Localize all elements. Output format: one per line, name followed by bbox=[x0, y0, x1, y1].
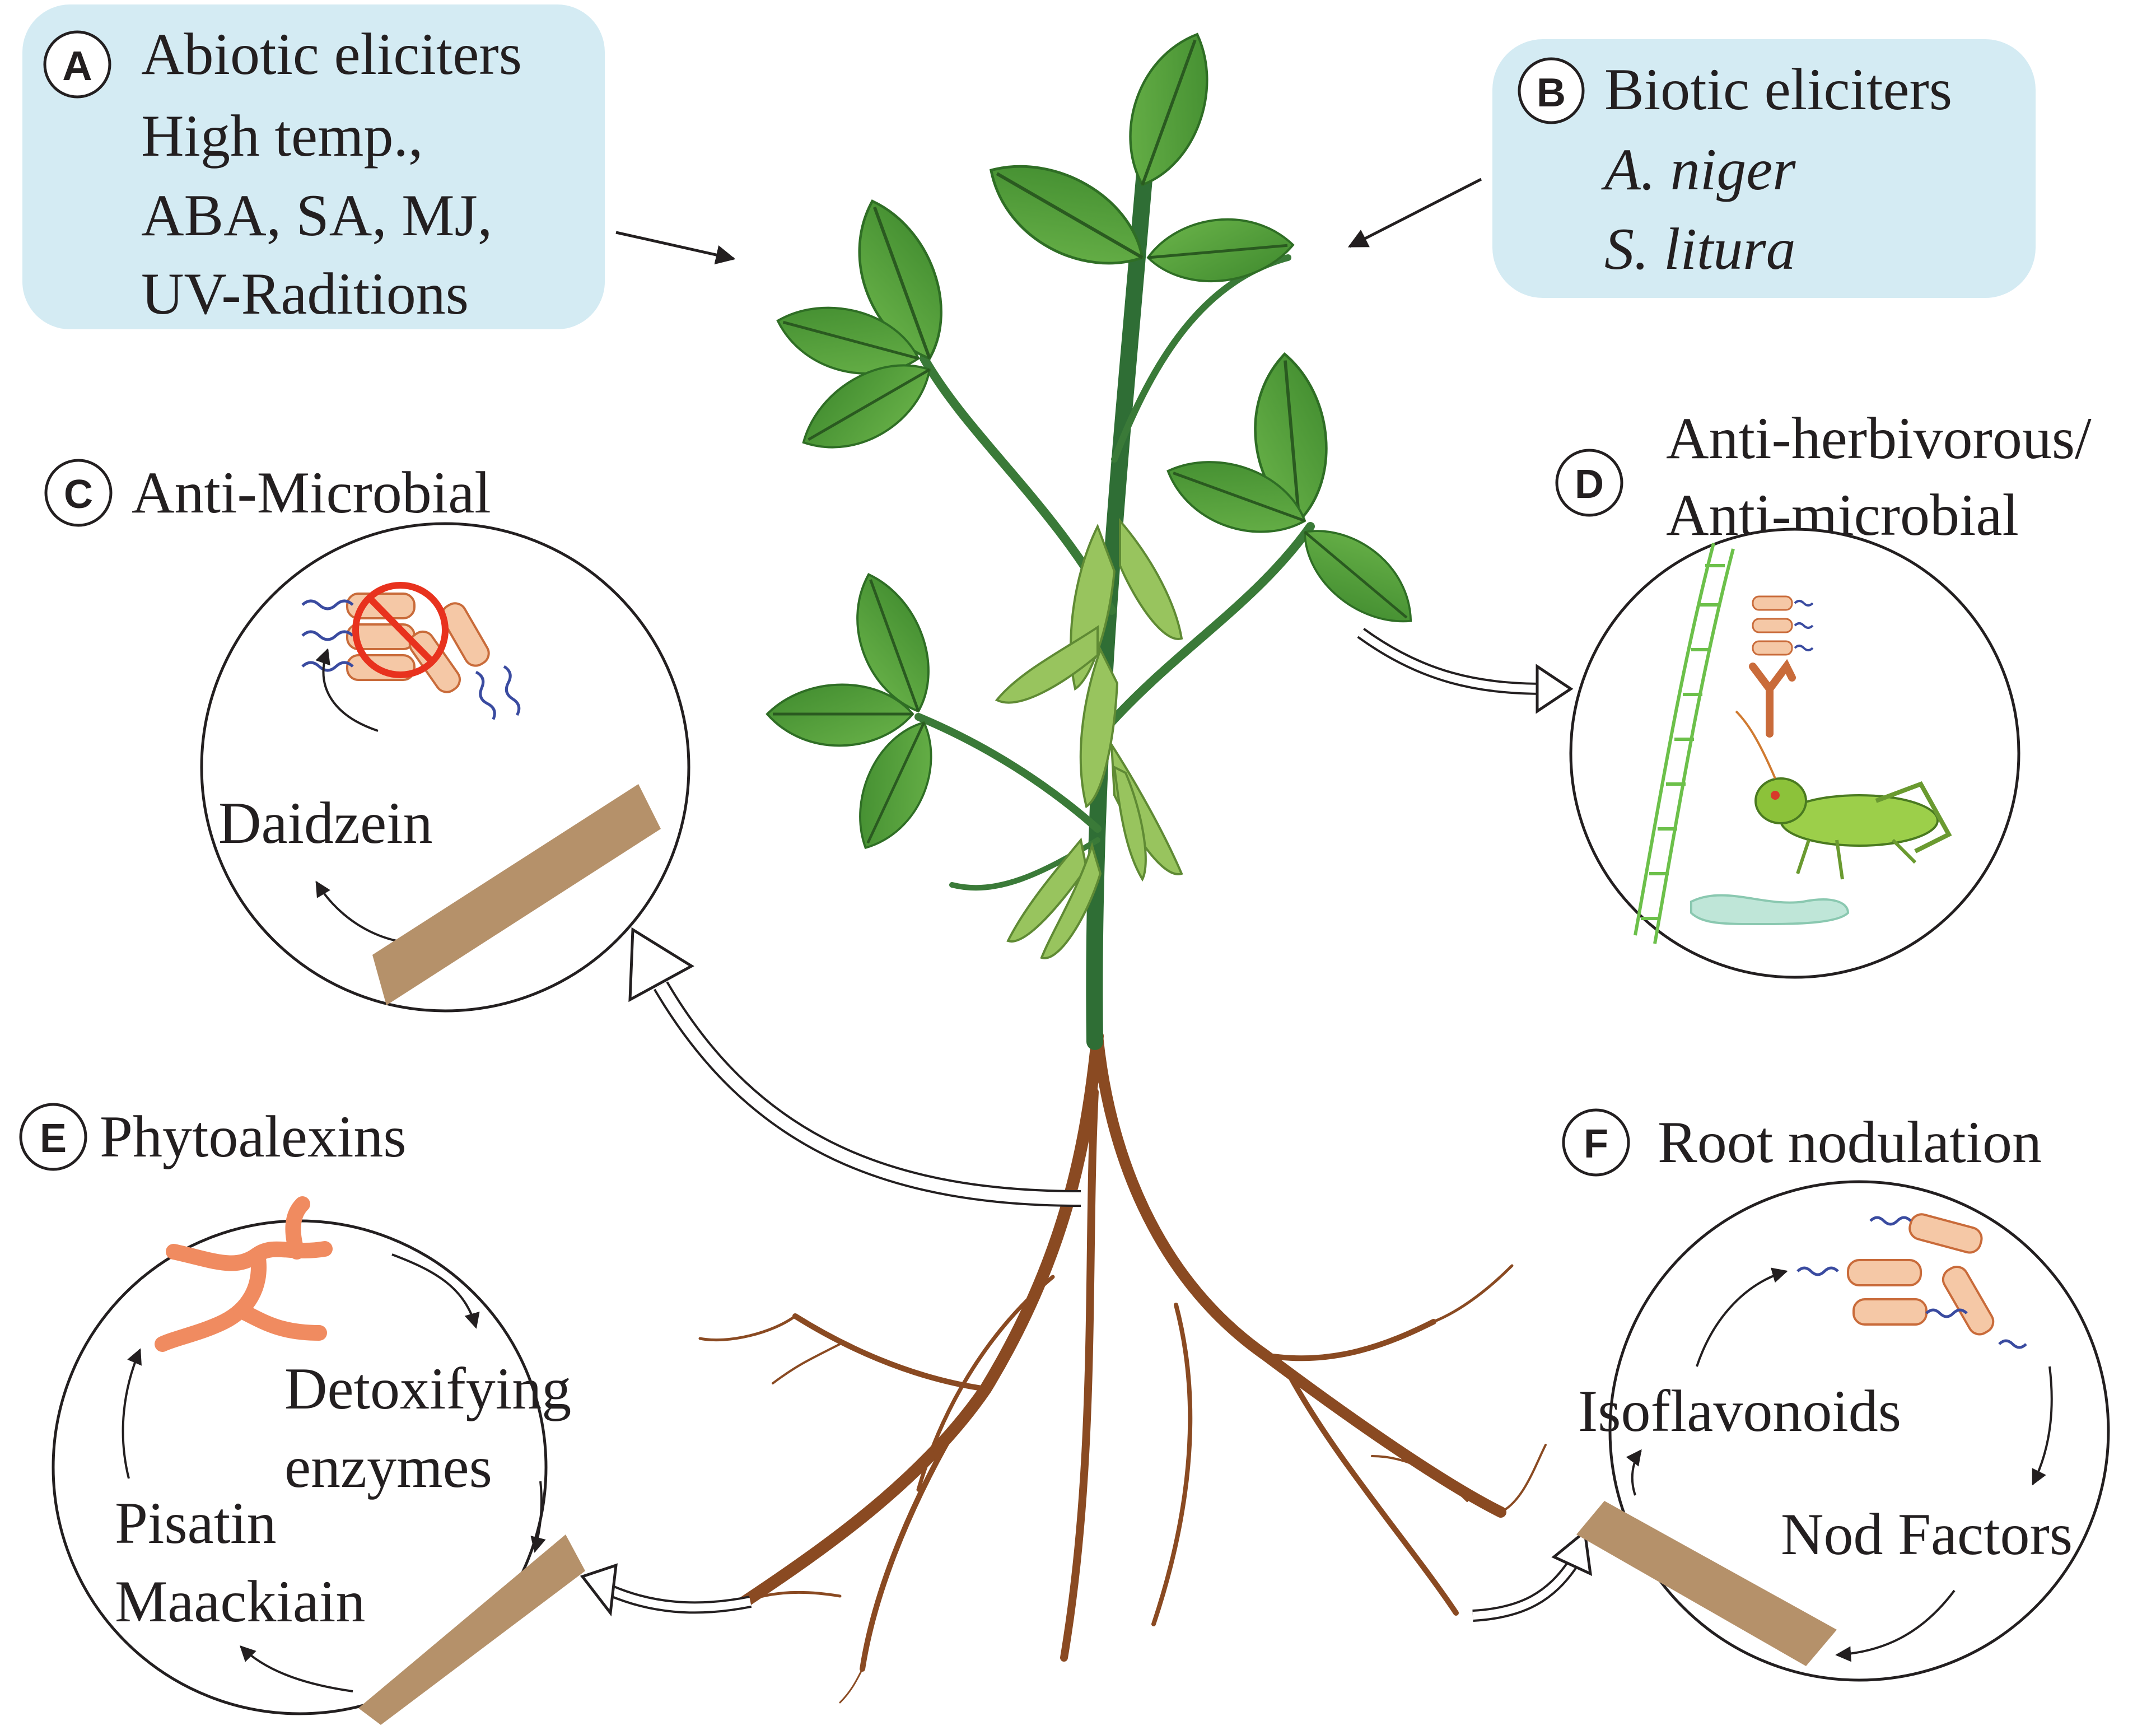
badge-d bbox=[1555, 449, 1623, 517]
badge-e bbox=[19, 1103, 87, 1171]
panel-f-root-nodulation: F Root nodulation Isoflavonoids Nod Fact… bbox=[1562, 1108, 2110, 1682]
badge-b-letter: B bbox=[1537, 71, 1566, 115]
plant-tissue-icon bbox=[372, 784, 661, 1005]
badge-f bbox=[1562, 1108, 1630, 1177]
badge-e-letter: E bbox=[40, 1116, 67, 1161]
grasshopper-icon bbox=[1735, 710, 1952, 880]
callout-box-a bbox=[22, 4, 605, 329]
panel-f-arrow-1 bbox=[1696, 1267, 1788, 1367]
panel-f-factor: Nod Factors bbox=[1781, 1501, 2073, 1567]
panel-e-arrow-1 bbox=[391, 1253, 480, 1329]
arrow-a-to-plant bbox=[615, 231, 736, 265]
fungal-hypha-icon bbox=[1749, 659, 1796, 738]
root-tissue-icon bbox=[1576, 1501, 1837, 1666]
panel-e-arrow-2 bbox=[530, 1481, 546, 1553]
panel-a-line-2: High temp., bbox=[141, 103, 423, 169]
callout-box-b bbox=[1492, 39, 2036, 298]
panel-f-title: Root nodulation bbox=[1658, 1109, 2042, 1175]
panel-e-enzyme-line-1: Detoxifying bbox=[284, 1356, 571, 1421]
panel-e-compound-2: Maackiain bbox=[115, 1569, 365, 1634]
panel-d-circle bbox=[1569, 528, 2020, 979]
panel-f-arrow-2 bbox=[2032, 1366, 2053, 1486]
panel-e-title: Phytoalexins bbox=[100, 1104, 407, 1169]
panel-b-biotic-elicitors: B Biotic eliciters A. niger S. litura bbox=[1492, 39, 2036, 298]
panel-d-title-line-1: Anti-herbivorous/ bbox=[1666, 405, 2092, 471]
panel-b-species-2: S. litura bbox=[1604, 216, 1796, 282]
panel-d-anti-herbivorous: D Anti-herbivorous/ Anti-microbial bbox=[1555, 405, 2092, 979]
badge-f-letter: F bbox=[1584, 1122, 1608, 1167]
panel-f-arrow-3 bbox=[1835, 1589, 1956, 1662]
soybean-plant bbox=[698, 22, 1547, 1704]
panel-f-arrow-4 bbox=[1626, 1449, 1642, 1496]
panel-e-arrow-3 bbox=[240, 1645, 353, 1692]
badge-b bbox=[1518, 57, 1585, 124]
badge-c bbox=[44, 459, 113, 527]
panel-b-title: Biotic eliciters bbox=[1604, 57, 1952, 122]
cell-wall-icon bbox=[1634, 543, 1735, 944]
panel-e-enzyme-line-2: enzymes bbox=[284, 1434, 492, 1500]
hollow-arrow-to-f-head bbox=[1551, 1529, 1593, 1577]
panel-e-phytoalexins: E Phytoalexins Detoxifying enzymes Pisat… bbox=[19, 1103, 585, 1725]
badge-d-letter: D bbox=[1575, 462, 1604, 507]
panel-a-abiotic-elicitors: A Abiotic eliciters High temp., ABA, SA,… bbox=[22, 4, 605, 329]
panel-f-compound: Isoflavonoids bbox=[1578, 1378, 1901, 1444]
panel-c-arrow-up bbox=[315, 648, 379, 732]
hollow-arrow-to-c-head bbox=[628, 927, 694, 1002]
bacteria-icon bbox=[1752, 595, 1814, 656]
panel-a-line-4: UV-Raditions bbox=[141, 261, 469, 327]
panel-a-line-1: Abiotic eliciters bbox=[141, 21, 522, 87]
badge-a bbox=[43, 30, 111, 99]
prohibited-sign-icon bbox=[352, 582, 449, 678]
fungal-mycelium-icon bbox=[155, 1196, 333, 1352]
panel-e-arrow-4 bbox=[122, 1348, 142, 1479]
panel-c-compound: Daidzein bbox=[218, 790, 433, 856]
plant-tissue-icon bbox=[358, 1535, 585, 1725]
panel-c-title: Anti-Microbial bbox=[132, 460, 491, 525]
rhizobia-icon bbox=[1796, 1213, 2027, 1349]
arrow-b-to-plant bbox=[1347, 178, 1482, 248]
hollow-arrow-to-e-head bbox=[580, 1563, 618, 1617]
panel-e-compound-1: Pisatin bbox=[115, 1490, 277, 1556]
branches bbox=[914, 254, 1315, 891]
root-system bbox=[698, 1030, 1547, 1704]
panel-b-species-1: A. niger bbox=[1601, 137, 1796, 202]
panel-c-anti-microbial: C Anti-Microbial Daidzein bbox=[44, 459, 690, 1013]
panel-a-line-3: ABA, SA, MJ, bbox=[141, 183, 492, 248]
seed-pods bbox=[995, 517, 1183, 959]
badge-a-letter: A bbox=[62, 43, 92, 89]
badge-c-letter: C bbox=[64, 472, 93, 517]
caterpillar-icon bbox=[1690, 894, 1850, 925]
hollow-arrow-to-d-head bbox=[1536, 664, 1574, 714]
